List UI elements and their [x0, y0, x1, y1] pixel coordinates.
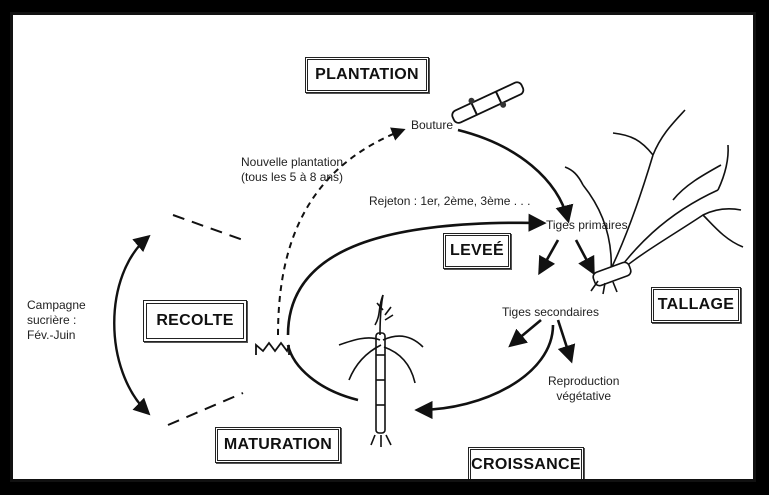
- cane-cutting-icon: [451, 81, 525, 124]
- cycle-arrows: [113, 81, 744, 447]
- label-bouture: Bouture: [411, 118, 454, 132]
- label-reproduction: Reproduction végétative: [548, 374, 619, 404]
- dashed-line-top: [172, 214, 244, 241]
- label-campagne: Campagne sucrière : Fév.-Juin: [27, 298, 86, 343]
- arrow-bouture-to-levee: [457, 128, 574, 224]
- label-rejeton: Rejeton : 1er, 2ème, 3ème . . .: [369, 194, 531, 208]
- arrow-primary-1: [538, 239, 560, 276]
- arrow-campagne: [113, 234, 151, 416]
- label-nouvelle-plantation: Nouvelle plantation (tous les 5 à 8 ans): [241, 155, 343, 185]
- label-campagne-line1: Campagne: [27, 298, 86, 312]
- label-reproduction-line2: végétative: [556, 389, 612, 403]
- arrow-secondary-1: [508, 319, 542, 348]
- arrow-maturation-to-recolte: [286, 344, 359, 402]
- label-campagne-line3: Fév.-Juin: [27, 328, 76, 342]
- label-nouvelle-plantation-line1: Nouvelle plantation: [241, 155, 344, 169]
- stage-tallage: TALLAGE: [651, 287, 741, 323]
- arrow-rejeton: [286, 213, 547, 336]
- arrow-primary-2: [574, 239, 595, 276]
- label-campagne-line2: sucrière :: [27, 313, 77, 327]
- label-reproduction-line1: Reproduction: [548, 374, 620, 388]
- tillered-cane-icon: [564, 109, 744, 295]
- mature-cane-icon: [338, 294, 424, 447]
- cut-stump-icon: [255, 341, 290, 355]
- label-nouvelle-plantation-line2: (tous les 5 à 8 ans): [241, 170, 344, 184]
- stage-recolte: RECOLTE: [143, 300, 247, 342]
- stage-croissance: CROISSANCE: [468, 447, 584, 479]
- stage-levee: LEVEÉ: [443, 233, 511, 269]
- label-tiges-primaires: Tiges primaires: [546, 218, 628, 232]
- stage-plantation: PLANTATION: [305, 57, 429, 93]
- stage-maturation: MATURATION: [215, 427, 341, 463]
- arrow-croissance-to-maturation: [414, 324, 555, 420]
- label-tiges-secondaires: Tiges secondaires: [502, 305, 599, 319]
- arrow-secondary-2: [556, 319, 576, 364]
- dashed-line-bottom: [167, 392, 244, 426]
- diagram-panel: PLANTATION LEVEÉ TALLAGE CROISSANCE MATU…: [10, 12, 756, 482]
- arrow-nouvelle-plantation: [277, 127, 406, 336]
